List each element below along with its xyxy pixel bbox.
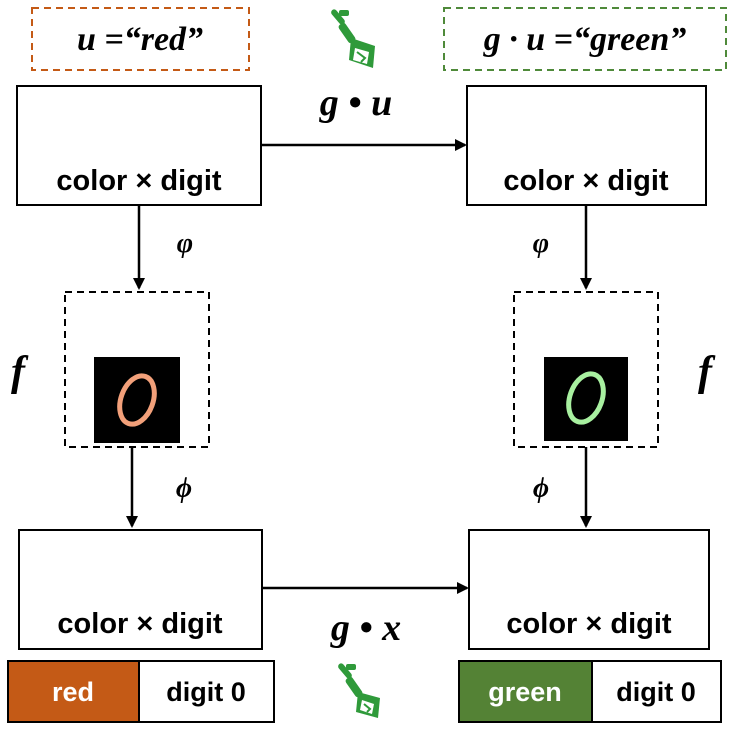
swatch-bottom-left: red digit 0 bbox=[7, 660, 275, 723]
box-top-right: color × digit bbox=[466, 85, 707, 206]
top-right-label-border bbox=[443, 7, 727, 71]
swatch-bottom-right-color bbox=[458, 660, 593, 723]
digit-zero-left-icon bbox=[117, 373, 157, 427]
top-right-label-text: g · u =“green” bbox=[483, 21, 687, 58]
image-box-right-border bbox=[513, 291, 659, 448]
box-top-right-label: color × digit bbox=[503, 165, 668, 197]
top-left-label-text: u =“red” bbox=[77, 21, 203, 58]
label-decode-left: ϕ bbox=[176, 473, 192, 504]
digit-image-left bbox=[94, 357, 180, 443]
label-encode-right: φ bbox=[533, 228, 549, 259]
box-top-left-rect bbox=[16, 85, 262, 206]
swatch-bottom-left-color bbox=[7, 660, 140, 723]
box-bottom-right-label: color × digit bbox=[506, 608, 671, 640]
digit-zero-right-icon bbox=[566, 371, 606, 425]
box-bottom-left-label: color × digit bbox=[57, 608, 222, 640]
swatch-bottom-right-digit-label: digit 0 bbox=[616, 677, 696, 707]
image-box-right bbox=[513, 291, 659, 448]
paint-brush-icon-top bbox=[331, 9, 375, 68]
box-bottom-left-rect bbox=[18, 529, 263, 650]
swatch-bottom-right: green digit 0 bbox=[458, 660, 722, 723]
box-top-right-rect bbox=[466, 85, 707, 206]
swatch-bottom-right-color-label: green bbox=[488, 677, 562, 707]
box-top-left-label: color × digit bbox=[56, 165, 221, 197]
top-right-label: g · u =“green” bbox=[443, 7, 727, 71]
label-bottom-action: g • x bbox=[330, 607, 401, 649]
label-encode-left: φ bbox=[177, 228, 193, 259]
box-bottom-left: color × digit bbox=[18, 529, 263, 650]
label-top-action: g • u bbox=[319, 82, 392, 124]
swatch-bottom-right-digit bbox=[591, 660, 722, 723]
label-decode-right: ϕ bbox=[533, 473, 549, 504]
box-bottom-right-rect bbox=[468, 529, 710, 650]
top-left-label: u =“red” bbox=[31, 7, 250, 71]
label-f-right: f bbox=[698, 349, 716, 395]
swatch-bottom-left-color-label: red bbox=[52, 677, 94, 707]
box-top-left: color × digit bbox=[16, 85, 262, 206]
image-box-left-border bbox=[64, 291, 210, 448]
top-left-label-border bbox=[31, 7, 250, 71]
box-bottom-right: color × digit bbox=[468, 529, 710, 650]
digit-image-right bbox=[544, 357, 628, 441]
paint-brush-icon-bottom bbox=[338, 663, 380, 718]
label-f-left: f bbox=[11, 349, 29, 395]
image-box-left bbox=[64, 291, 210, 448]
swatch-bottom-left-digit bbox=[138, 660, 275, 723]
swatch-bottom-left-digit-label: digit 0 bbox=[166, 677, 246, 707]
